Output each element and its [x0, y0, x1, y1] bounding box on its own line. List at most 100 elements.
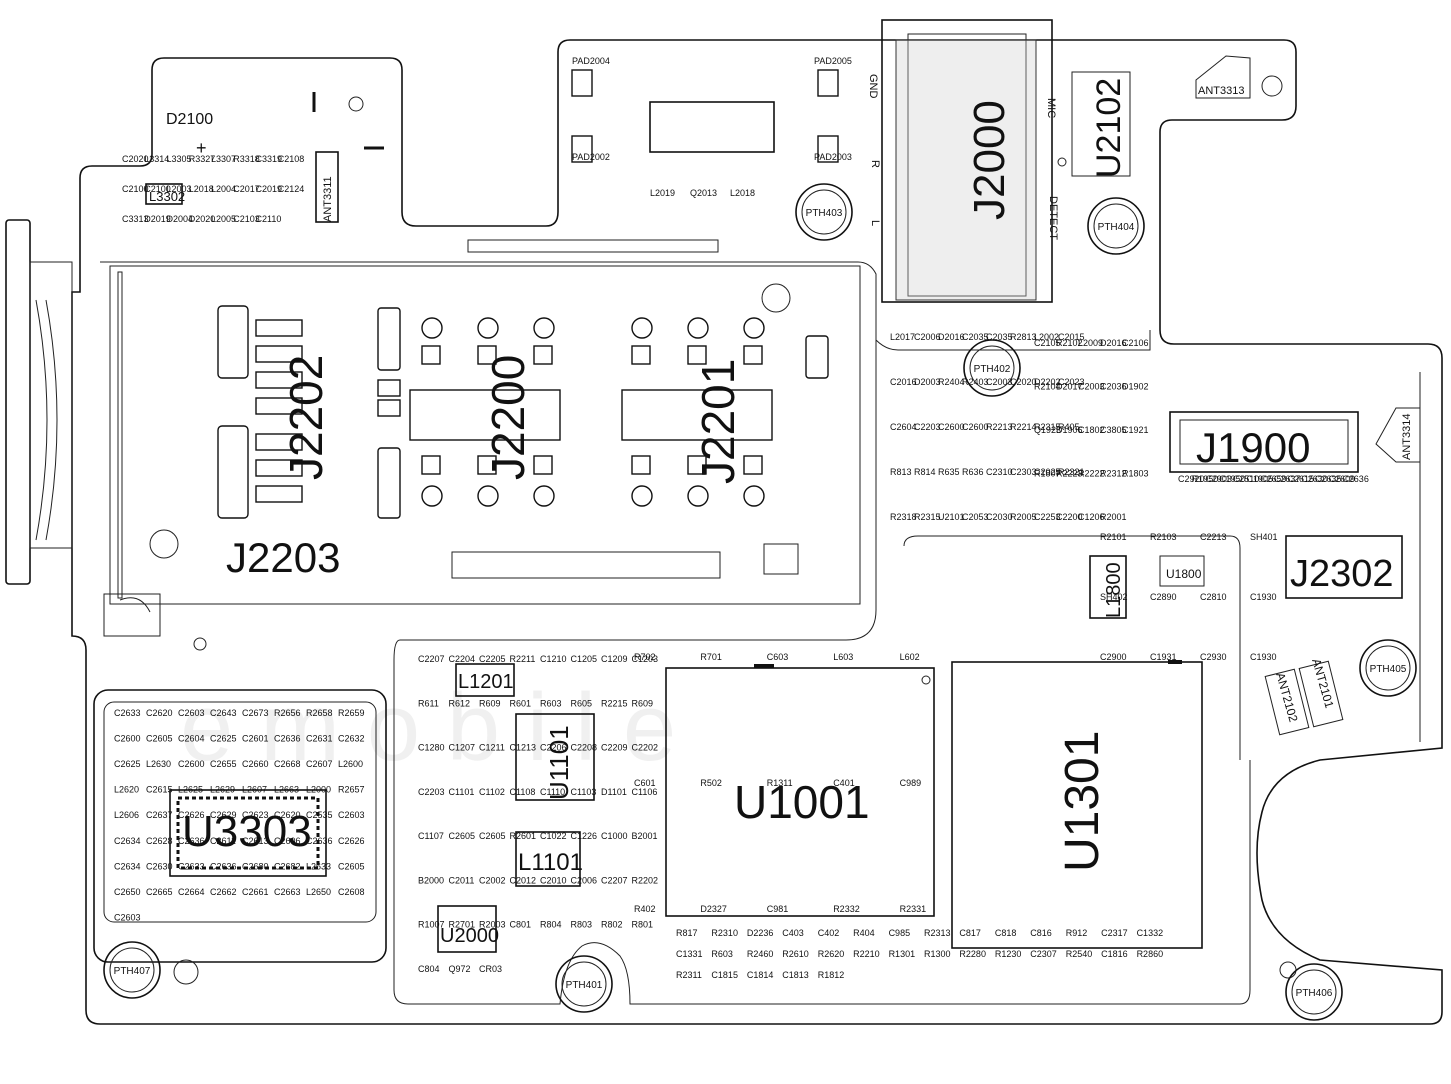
component-label: J2200 [482, 355, 534, 480]
refdes-label: R2311 [676, 970, 702, 980]
pth-hole-ring [963, 339, 1021, 397]
refdes-label: C2100 [122, 184, 149, 194]
sim-tray-bar [467, 239, 719, 253]
refdes-label: C2002 [479, 875, 506, 885]
refdes-label: C2600 [962, 422, 989, 432]
refdes-label: C2635 [1315, 474, 1342, 484]
u1101-body [515, 713, 595, 801]
refdes-label: C1103 [571, 787, 597, 797]
refdes-label: C2605 [146, 734, 173, 744]
refdes-label: C2665 [146, 887, 173, 897]
refdes-label: R1230 [995, 949, 1022, 959]
refdes-label: L2004 [211, 184, 236, 194]
refdes-label: C603 [767, 652, 789, 662]
l1800-body [1089, 555, 1127, 619]
refdes-label: C2105 [1034, 338, 1061, 348]
component-label: U1800 [1166, 567, 1202, 581]
j2201-pads [621, 317, 829, 507]
refdes-label: C2600 [178, 759, 205, 769]
refdes-label: C2606 [274, 836, 301, 846]
refdes-label: C2006 [571, 875, 598, 885]
pad-shape [571, 135, 593, 163]
refdes-label: L2017 [890, 332, 915, 342]
pad-shape [571, 69, 593, 97]
pad-label: PAD2004 [572, 56, 610, 66]
refdes-label: C981 [767, 904, 789, 914]
refdes-label: C2608 [338, 887, 365, 897]
refdes-label: C2636 [306, 836, 333, 846]
refdes-label: C2600 [938, 422, 965, 432]
refdes-label: C2632 [338, 734, 365, 744]
refdes-label: R817 [676, 928, 698, 938]
refdes-label: C2307 [1030, 949, 1057, 959]
refdes-label: C1905 [1246, 474, 1273, 484]
refdes-label: R1301 [889, 949, 916, 959]
refdes-label: L3307 [211, 154, 236, 164]
refdes-label: C2636 [178, 836, 205, 846]
refdes-label: L602 [900, 652, 920, 662]
refdes-label: C1280 [418, 743, 445, 753]
refdes-label: C1209 [601, 654, 628, 664]
pad-label: PAD2002 [572, 152, 610, 162]
refdes-label: C2615 [1288, 474, 1315, 484]
refdes-label: C2203 [914, 422, 941, 432]
u2102-body [1071, 71, 1131, 177]
refdes-label: R2331 [900, 904, 927, 914]
refdes-label: C2663 [274, 887, 301, 897]
component-label: + [196, 138, 207, 158]
refdes-label: L2018 [730, 188, 755, 198]
refdes-label: C2209 [601, 743, 628, 753]
watermark-text: e m o b i l e [180, 674, 676, 781]
pth-hole-label: PTH405 [1370, 664, 1407, 675]
refdes-label: R2321 [1058, 467, 1085, 477]
refdes-label: C2634 [114, 836, 141, 846]
refdes-label: C2208 [571, 743, 598, 753]
refdes-label: C2023 [1058, 377, 1085, 387]
mount-hole-small [1057, 157, 1067, 167]
refdes-label: C2661 [242, 887, 269, 897]
component-label: U1101 [544, 725, 574, 800]
sim-latch-hook [103, 593, 161, 637]
refdes-label: C1950 [1219, 474, 1246, 484]
refdes-label: C2510 [1233, 474, 1260, 484]
component-label: U1301 [1056, 731, 1109, 872]
refdes-label: R2102 [1056, 338, 1083, 348]
component-label: ANT3314 [1401, 414, 1413, 460]
refdes-label: C1206 [1078, 512, 1105, 522]
pth-hole: PTH403 [795, 183, 853, 241]
refdes-label: C817 [959, 928, 981, 938]
sim-slot-inner [117, 271, 123, 599]
l1201-body [455, 663, 515, 697]
edge-connector-curve [35, 299, 58, 541]
refdes-label: C2611 [210, 836, 236, 846]
pth-hole-label: PTH407 [114, 966, 151, 977]
pth-hole: PTH405 [1359, 639, 1417, 697]
refdes-label: C2035 [986, 332, 1013, 342]
refdes-label: C2213 [1200, 532, 1227, 542]
refdes-label: C2310 [986, 467, 1013, 477]
component-label: ANT2101 [1309, 657, 1337, 710]
refdes-label: Q2013 [690, 188, 717, 198]
refdes-label: C401 [833, 778, 855, 788]
refdes-label: R1311 [767, 778, 793, 788]
refdes-label: L2019 [650, 188, 675, 198]
refdes-label: C2036 [1100, 382, 1127, 392]
pth-hole-label: PTH401 [566, 980, 603, 991]
ant3311-body [315, 151, 339, 223]
refdes-label: C2053 [962, 512, 989, 522]
refdes-label: C1213 [510, 743, 537, 753]
u1001-body [665, 667, 935, 917]
refdes-label: C2604 [890, 422, 917, 432]
refdes-label: R912 [1066, 928, 1088, 938]
component-label: J1900 [1196, 424, 1310, 471]
u3303-shield [93, 689, 387, 963]
refdes-label: R502 [700, 778, 722, 788]
refdes-label: R2210 [853, 949, 880, 959]
refdes-label: C816 [1030, 928, 1052, 938]
refdes-label: L2607 [242, 785, 267, 795]
j1900-inner [1179, 419, 1349, 465]
refdes-label: C2903 [1205, 474, 1232, 484]
refdes-label: C801 [510, 920, 532, 930]
component-label: ANT3311 [322, 176, 334, 222]
